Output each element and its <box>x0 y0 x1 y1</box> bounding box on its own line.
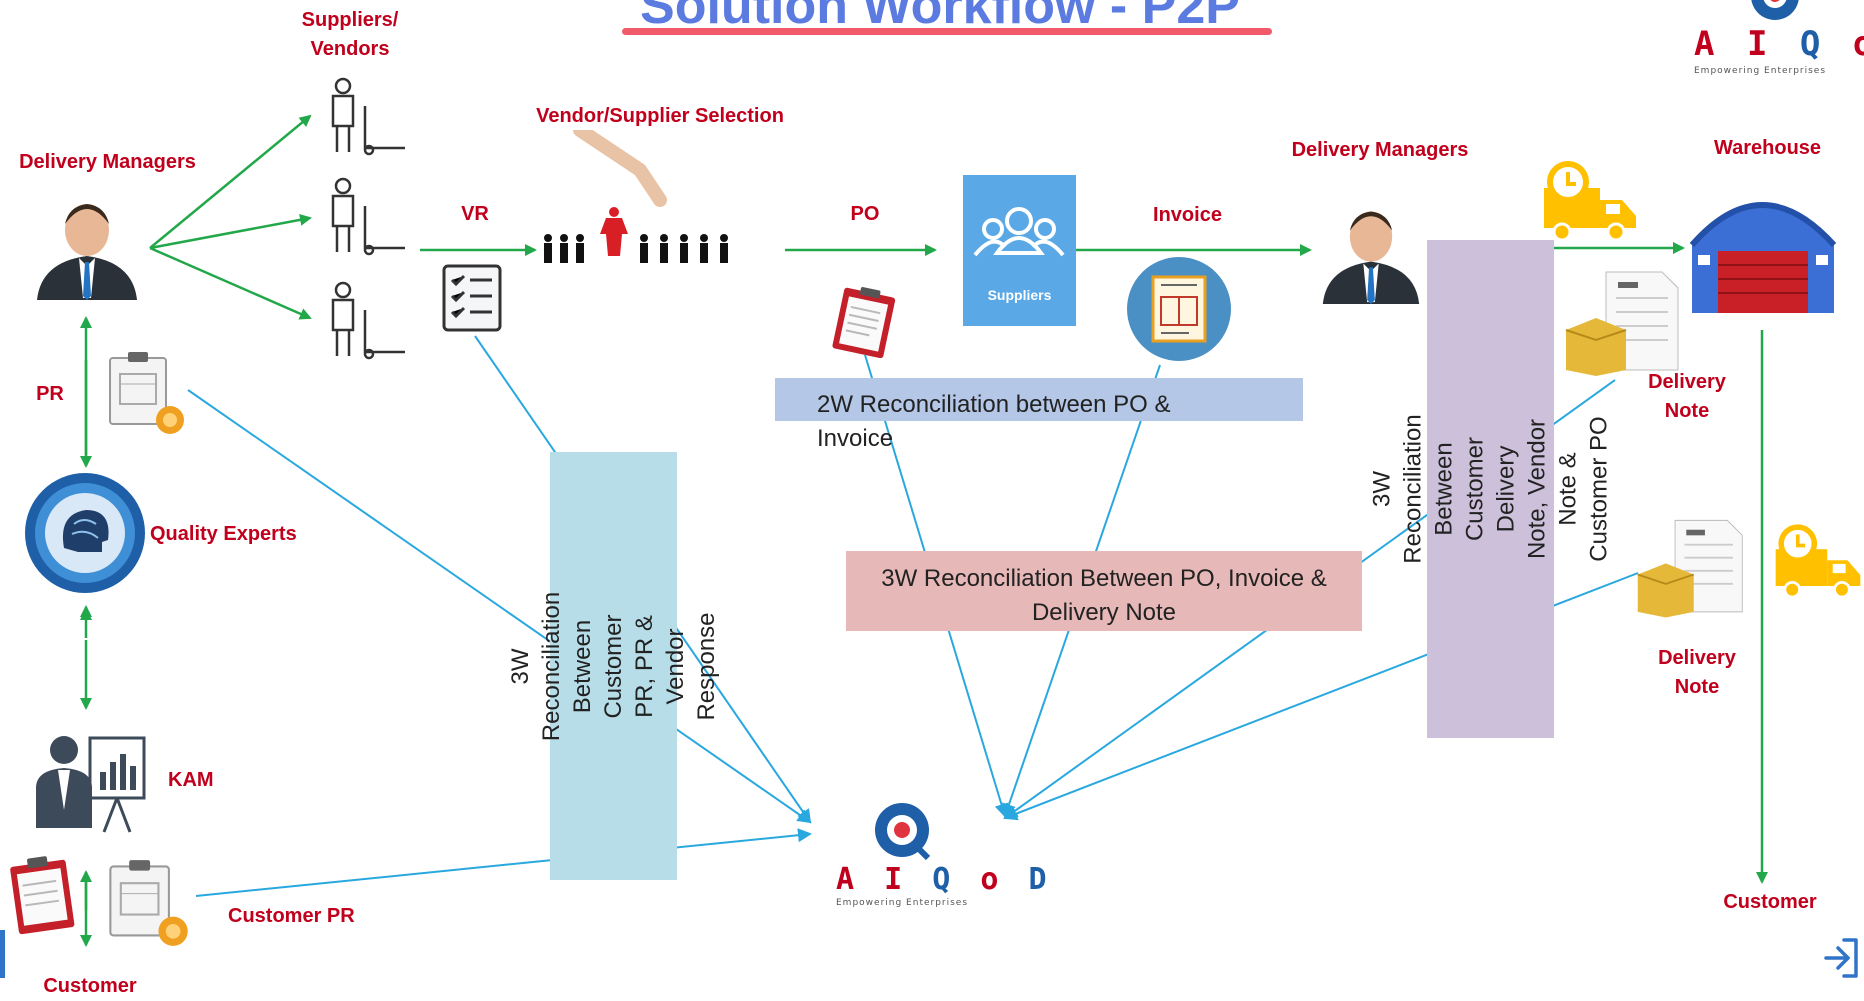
label-pr: PR <box>36 383 64 405</box>
worker-trolley-icon <box>325 280 405 365</box>
recon-2w-box: 2W Reconciliation between PO & Invoice <box>775 378 1303 452</box>
crowd-icon <box>540 123 780 285</box>
truck-icon <box>1540 160 1640 251</box>
checklist-icon <box>440 262 504 339</box>
clipboard-icon <box>100 856 196 953</box>
brand-logo-center: A I Q o D Empowering Enterprises <box>832 800 1047 930</box>
recon-3w-left-box: 3W Reconciliation Between Customer PR, P… <box>507 452 720 880</box>
label-vr: VR <box>461 203 489 225</box>
clipboard-icon <box>6 855 78 942</box>
label-delivery-note-2: Delivery Note <box>1658 647 1736 698</box>
label-delivery-managers-right: Delivery Managers <box>1291 139 1469 161</box>
clipboard-icon <box>102 348 190 441</box>
person-icon <box>32 190 142 305</box>
label-suppliers-vendors: Suppliers/ Vendors <box>301 9 399 60</box>
label-kam: KAM <box>168 769 214 791</box>
label-quality-experts: Quality Experts <box>150 523 297 545</box>
label-customer-pr: Customer PR <box>228 905 355 927</box>
label-customer-right: Customer <box>1723 891 1817 913</box>
warehouse-icon <box>1688 185 1838 320</box>
label-customer-left: Customer <box>43 975 137 997</box>
green-flow-arrows <box>80 114 1768 947</box>
invoice-icon <box>1125 255 1233 368</box>
label-invoice: Invoice <box>1153 204 1222 226</box>
label-delivery-managers-left: Delivery Managers <box>19 151 196 173</box>
truck-icon <box>1772 520 1864 611</box>
person-icon <box>1318 192 1424 315</box>
logo-q-icon <box>875 803 931 860</box>
delivery-note-icon <box>1634 515 1746 626</box>
presenter-icon <box>28 728 148 843</box>
title-underline <box>622 28 1272 35</box>
recon-3w-right-box: 3W Reconciliation Between Customer Deliv… <box>1369 240 1613 738</box>
worker-trolley-icon <box>325 176 405 261</box>
brain-icon <box>20 468 150 603</box>
clipboard-icon <box>828 286 900 363</box>
left-edge-marker <box>0 930 5 978</box>
suppliers-icon: Suppliers <box>963 175 1076 326</box>
label-warehouse: Warehouse <box>1713 137 1822 159</box>
label-po: PO <box>850 203 880 225</box>
delivery-note-icon <box>1562 268 1682 383</box>
logo-q-icon <box>1751 0 1799 20</box>
label-delivery-note-1: Delivery Note <box>1648 371 1726 422</box>
brand-logo-top: A I Q o D Empowering Enterprises <box>1690 0 1864 80</box>
label-vendor-selection: Vendor/Supplier Selection <box>536 105 784 127</box>
exit-icon[interactable] <box>1822 936 1862 985</box>
worker-trolley-icon <box>325 76 405 161</box>
recon-3w-center-box: 3W Reconciliation Between PO, Invoice & … <box>846 551 1362 631</box>
